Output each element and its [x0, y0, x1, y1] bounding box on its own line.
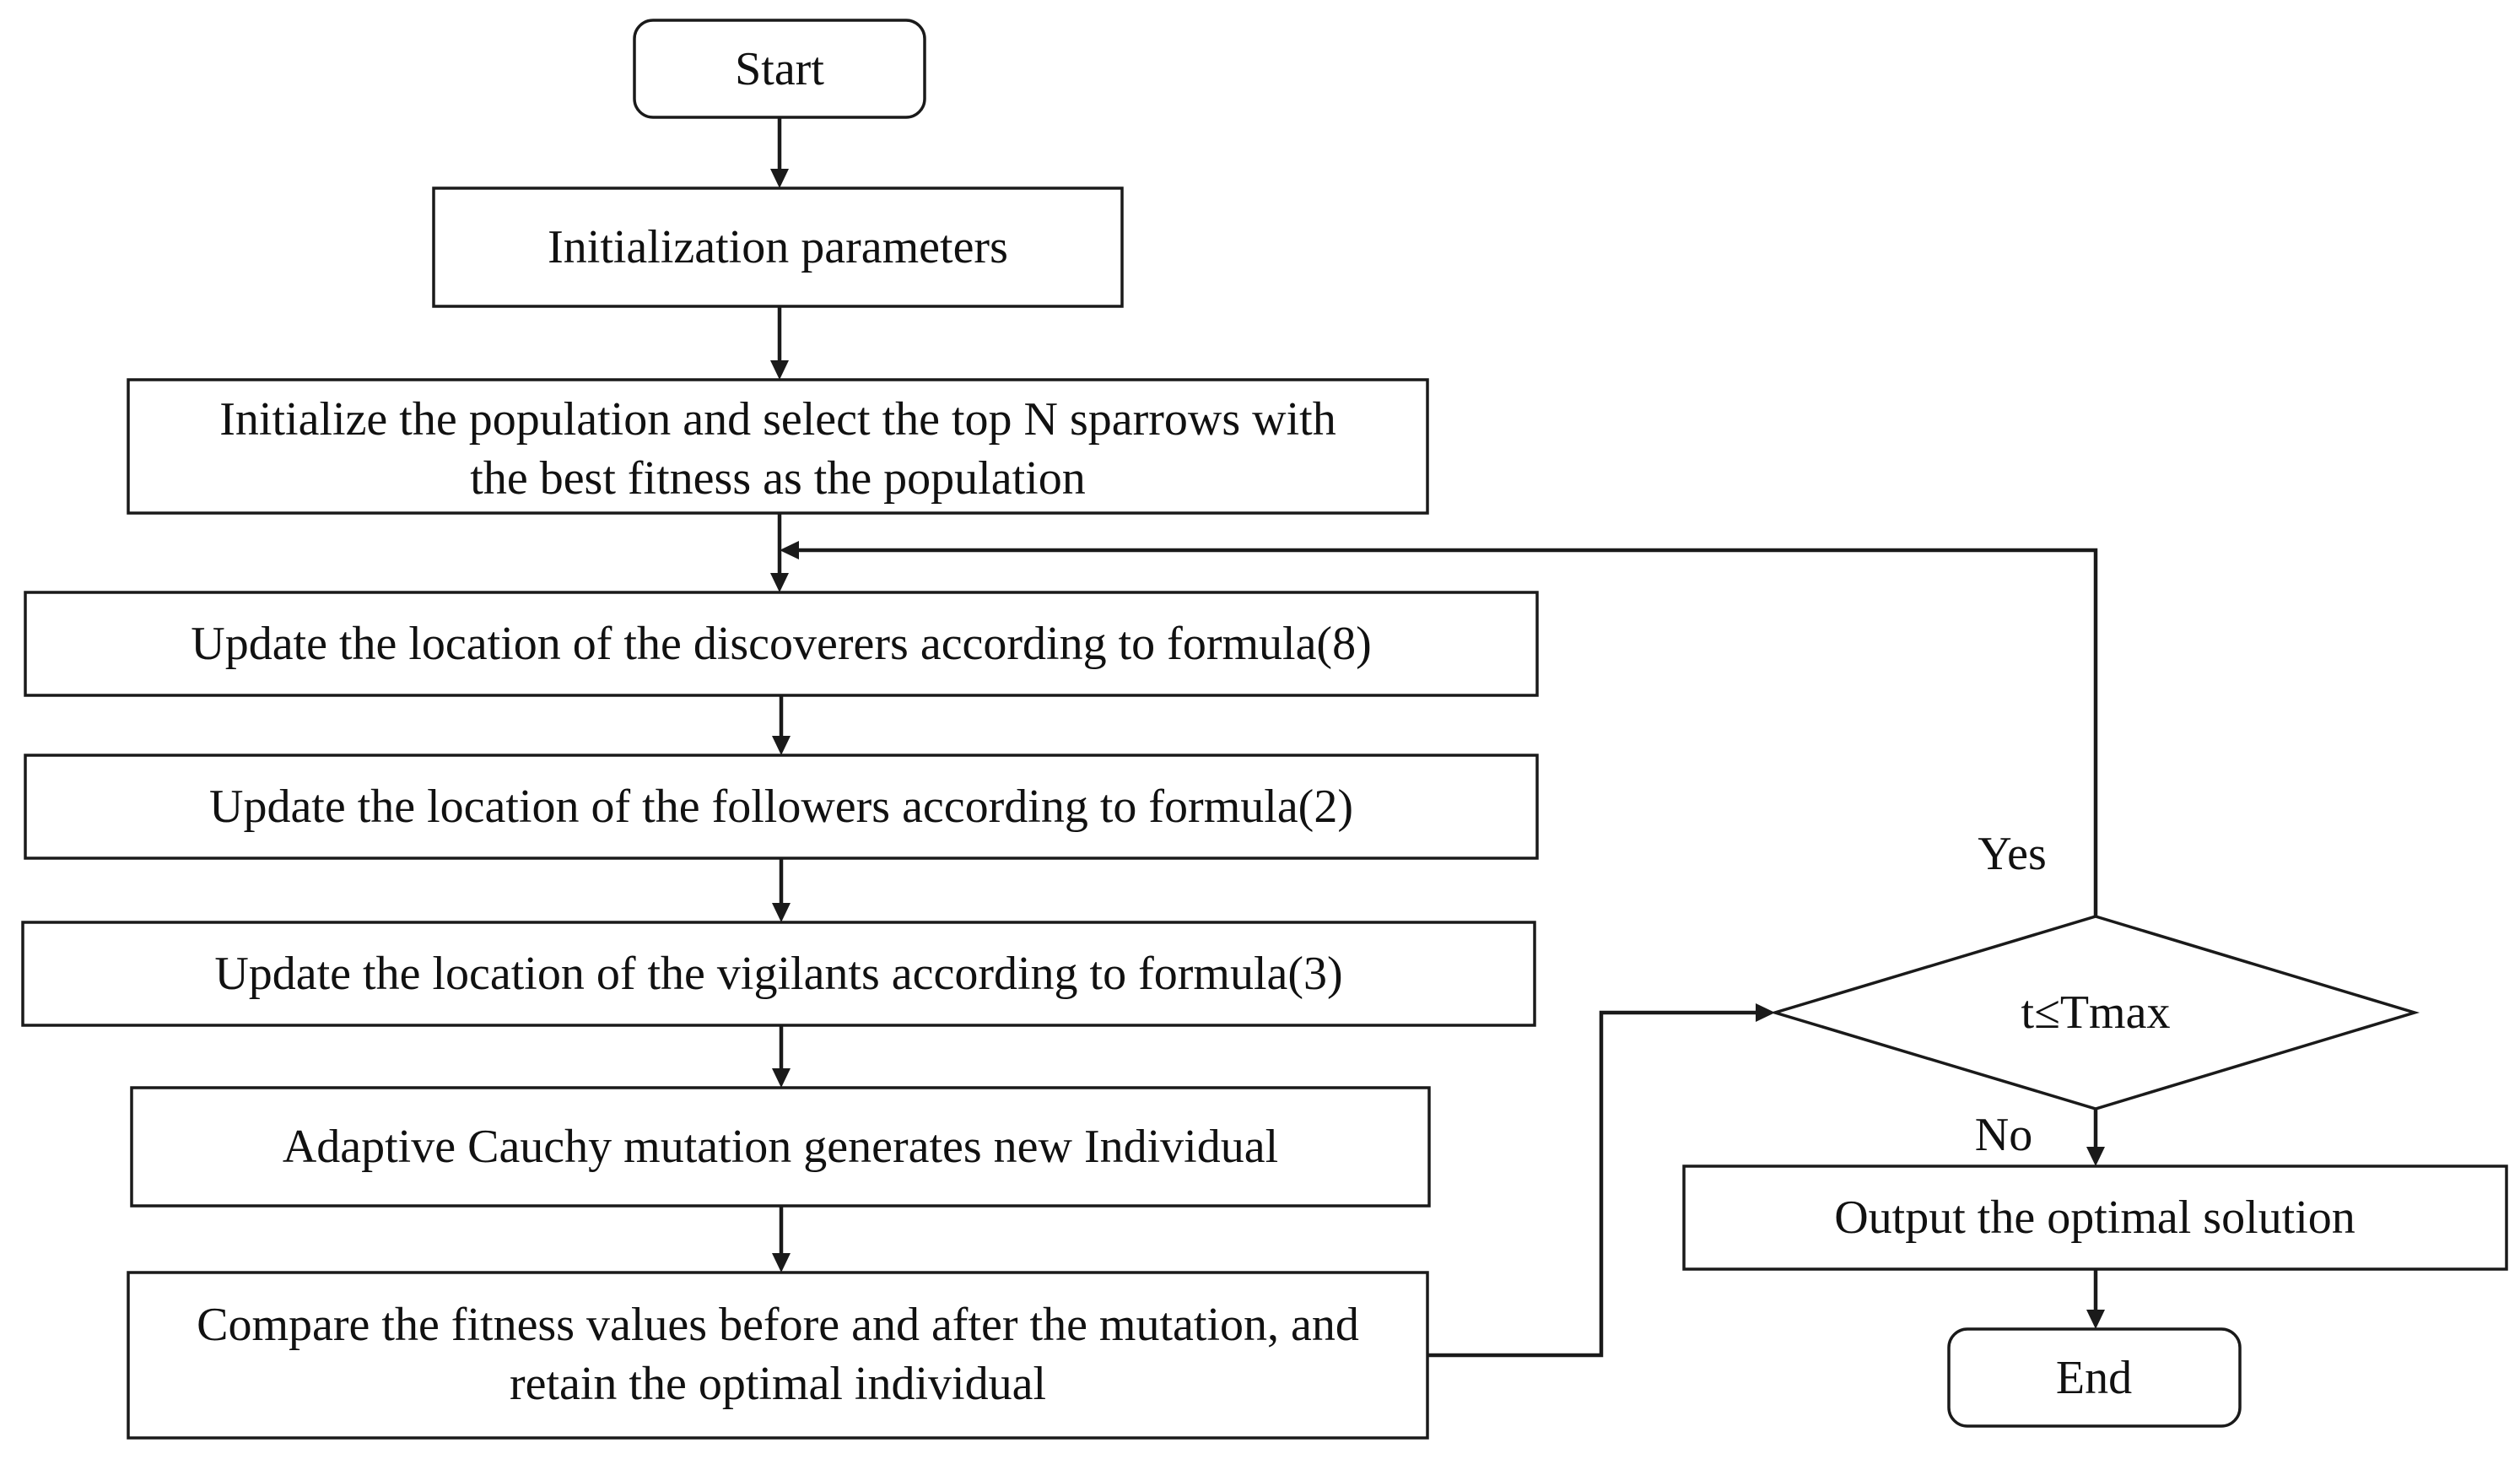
- node-update-followers: Update the location of the followers acc…: [24, 754, 1539, 860]
- node-output-label: Output the optimal solution: [1834, 1192, 2355, 1244]
- edge-label-no: No: [1975, 1109, 2032, 1161]
- arrow-init-population-to-discoverers: [770, 513, 789, 592]
- node-update-discoverers-label: Update the location of the discoverers a…: [191, 618, 1371, 670]
- node-init-params: Initialization parameters: [432, 186, 1124, 308]
- node-condition-label: t≤Tmax: [2021, 986, 2171, 1039]
- node-update-followers-label: Update the location of the followers acc…: [209, 781, 1353, 833]
- arrow-compare-to-condition: [1427, 1003, 1775, 1358]
- node-start-label: Start: [735, 43, 824, 95]
- node-init-population-line1: Initialize the population and select the…: [219, 393, 1336, 446]
- arrow-discoverers-to-followers: [772, 695, 791, 755]
- node-end-label: End: [2056, 1352, 2132, 1404]
- node-cauchy-mutation-label: Adaptive Cauchy mutation generates new I…: [283, 1121, 1278, 1173]
- arrow-output-to-end: [2086, 1269, 2105, 1329]
- arrow-vigilants-to-cauchy: [772, 1025, 791, 1088]
- node-update-vigilants: Update the location of the vigilants acc…: [21, 921, 1536, 1027]
- node-output: Output the optimal solution: [1682, 1164, 2508, 1271]
- arrow-cauchy-to-compare: [772, 1206, 791, 1273]
- node-compare-fitness: Compare the fitness values before and af…: [127, 1271, 1429, 1440]
- edge-label-yes: Yes: [1978, 828, 2046, 880]
- arrow-no-to-output: [2086, 1109, 2105, 1166]
- node-compare-fitness-line1: Compare the fitness values before and af…: [197, 1299, 1359, 1351]
- arrow-followers-to-vigilants: [772, 858, 791, 922]
- arrow-init-params-to-init-population: [770, 306, 789, 380]
- node-update-discoverers: Update the location of the discoverers a…: [24, 591, 1539, 697]
- arrow-start-to-init-params: [770, 117, 789, 188]
- node-update-vigilants-label: Update the location of the vigilants acc…: [214, 948, 1342, 1000]
- node-compare-fitness-line2: retain the optimal individual: [510, 1358, 1046, 1410]
- node-start: Start: [633, 19, 926, 119]
- node-cauchy-mutation: Adaptive Cauchy mutation generates new I…: [130, 1086, 1431, 1208]
- node-condition-decision: t≤Tmax: [1769, 915, 2420, 1110]
- arrow-yes-loop-to-discoverers: [780, 541, 2098, 916]
- node-end: End: [1947, 1327, 2242, 1428]
- node-init-population: Initialize the population and select the…: [127, 378, 1429, 515]
- node-init-params-label: Initialization parameters: [548, 221, 1008, 273]
- node-init-population-line2: the best fitness as the population: [470, 452, 1085, 505]
